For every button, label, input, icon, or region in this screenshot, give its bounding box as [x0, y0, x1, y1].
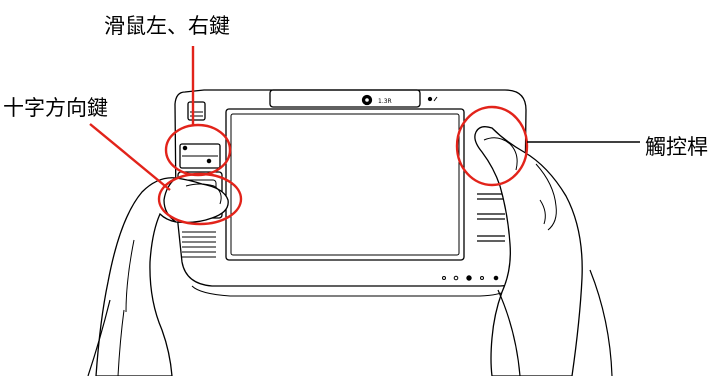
top-slot	[269, 89, 421, 108]
umpc-device	[174, 89, 527, 297]
indicator-mark-icon	[433, 96, 438, 102]
mouse-right-icon	[206, 158, 212, 164]
mouse-left-icon	[182, 145, 188, 151]
top-button-icon-center	[365, 98, 369, 102]
wrist-lines	[87, 269, 613, 376]
dpad-highlight	[157, 172, 243, 226]
bottom-status-icons	[442, 275, 499, 281]
speaker-grille	[182, 231, 216, 258]
highlights	[157, 105, 529, 226]
mouse-buttons-label: 滑鼠左、右鍵	[104, 14, 230, 38]
screen-outer	[225, 108, 465, 261]
dpad-label: 十字方向鍵	[3, 96, 108, 120]
mouse-buttons-panel	[179, 143, 221, 169]
screen-inner	[230, 113, 460, 256]
pointing-stick-label: 觸控桿	[645, 135, 708, 159]
leader-lines	[89, 46, 195, 191]
pointing-button-small	[187, 101, 206, 121]
left-hand	[95, 177, 229, 376]
pointing-stick-highlight	[455, 105, 529, 187]
device-top-label: 1.3R	[378, 98, 392, 105]
device-outline	[174, 89, 527, 287]
right-side-buttons	[477, 193, 505, 242]
indicator-dot-icon	[427, 96, 433, 102]
right-hand	[474, 126, 583, 376]
dpad-leader-line	[89, 123, 171, 191]
